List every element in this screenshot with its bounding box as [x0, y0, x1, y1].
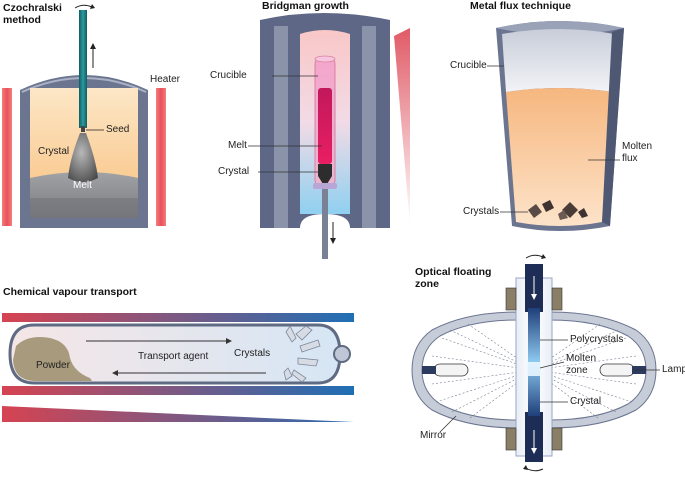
cvt-temperature-wedge: [2, 406, 354, 422]
tube-clamp-top-left: [505, 287, 517, 311]
cvt-source-powder: [13, 337, 92, 381]
lowering-arrowhead-icon: [330, 238, 336, 244]
flux-crystal-2: [542, 200, 554, 212]
czochralski-apparatus: [2, 4, 166, 228]
molten-zone-label-line-1: Molten: [566, 353, 597, 364]
transport-agent-label: Transport agent: [138, 351, 209, 362]
cvt-bottom-heater-bar: [2, 386, 354, 395]
crucible-support: [313, 183, 337, 189]
molten-zone-leader-line: [539, 361, 565, 369]
cz-crystal-label: Crystal: [38, 146, 70, 157]
metal-flux-apparatus: [487, 21, 624, 231]
molten-flux-label: Molten flux: [622, 141, 652, 165]
bridgman-title: Bridgman growth: [262, 0, 349, 12]
mirror-label: Mirror: [420, 430, 447, 441]
cvt-apparatus: [2, 313, 354, 422]
rotation-arrow-icon: [74, 4, 93, 9]
ampoule-seal-tip: [333, 345, 351, 363]
bridgman-melt: [318, 88, 332, 164]
flux-crucible-label: Crucible: [450, 60, 487, 71]
bottom-rotation-arrowhead-icon: [523, 465, 528, 470]
bottom-rotation-icon: [525, 467, 544, 472]
crucible-right-side-shade: [602, 28, 624, 226]
light-rays: [431, 323, 637, 419]
cvt-top-heater-bar: [2, 313, 354, 322]
crucible-opening: [314, 55, 336, 63]
tube-clamp-top-right: [551, 287, 563, 311]
tube-clamp-bottom-right: [551, 427, 563, 451]
cvt-quartz-ampoule: [8, 323, 342, 385]
pull-down-rod: [322, 189, 328, 259]
czochralski-crystal: [68, 133, 98, 182]
top-rotation-icon: [525, 254, 544, 259]
tube-clamp-bottom-left: [505, 427, 517, 451]
flux-crystals-label: Crystals: [463, 206, 500, 217]
polycrystals-label: Polycrystals: [570, 334, 624, 345]
powder-label: Powder: [36, 360, 70, 371]
lamp-left-base: [422, 366, 436, 374]
molten-flux: [506, 88, 612, 226]
mirror-leader-line: [439, 415, 457, 433]
cvt-title: Chemical vapour transport: [3, 286, 137, 298]
floating-zone-title: Optical floating zone: [415, 266, 491, 290]
bridgman-melt-label: Melt: [228, 140, 247, 151]
molten-flux-label-line-1: Molten: [622, 141, 653, 152]
fz-crystal-label: Crystal: [570, 396, 602, 407]
czochralski-title-line-1: Czochralski: [3, 2, 62, 14]
heater-left: [2, 88, 12, 226]
furnace-inner-wall-right: [362, 26, 376, 228]
molten-zone-label-line-2: zone: [566, 365, 588, 376]
flux-crystal-4: [558, 210, 568, 220]
heater-right: [156, 88, 166, 226]
crucible-inner-top: [502, 29, 614, 92]
bridgman-crucible-label: Crucible: [210, 70, 247, 81]
forward-arrowhead-icon: [226, 338, 232, 344]
molten-flux-label-line-2: flux: [622, 153, 638, 164]
czochralski-title: Czochralski method: [3, 2, 62, 26]
bridgman-crystal-label: Crystal: [218, 166, 250, 177]
metal-flux-title: Metal flux technique: [470, 0, 571, 12]
lower-feed-arrowhead-icon: [531, 448, 537, 454]
pull-rod: [79, 10, 87, 128]
upper-feed-arrowhead-icon: [531, 294, 537, 300]
lamp-left: [433, 363, 469, 377]
floating-zone-title-line-1: Optical floating: [415, 266, 492, 278]
czochralski-title-line-2: method: [3, 14, 41, 26]
molten-zone-label: Molten zone: [566, 353, 596, 377]
lamp-label: Lamp: [662, 364, 685, 375]
flux-crystal-5: [578, 208, 588, 218]
return-arrowhead-icon: [112, 370, 118, 376]
bridgman-crystal: [318, 164, 332, 184]
seed-label: Seed: [106, 124, 130, 135]
rotation-arrowhead-icon: [90, 4, 95, 9]
lamp-right: [599, 363, 635, 377]
temperature-gradient-wedge: [394, 28, 410, 226]
flux-crystal-1: [528, 204, 542, 218]
top-rotation-arrowhead-icon: [541, 254, 546, 259]
cvt-crystal-cluster: [283, 325, 321, 383]
cz-melt-label: Melt: [73, 180, 92, 191]
molten-zone-bright: [527, 362, 541, 376]
heater-label: Heater: [150, 74, 181, 85]
bridgman-apparatus: [248, 13, 410, 259]
floating-zone-title-line-2: zone: [415, 278, 439, 290]
pull-arrowhead-icon: [90, 43, 96, 49]
seed-holder: [81, 126, 85, 132]
cvt-crystals-label: Crystals: [234, 348, 271, 359]
floating-zone-apparatus: [411, 254, 660, 472]
melt-side-shade: [30, 198, 138, 218]
furnace-inner-wall-left: [274, 26, 288, 228]
